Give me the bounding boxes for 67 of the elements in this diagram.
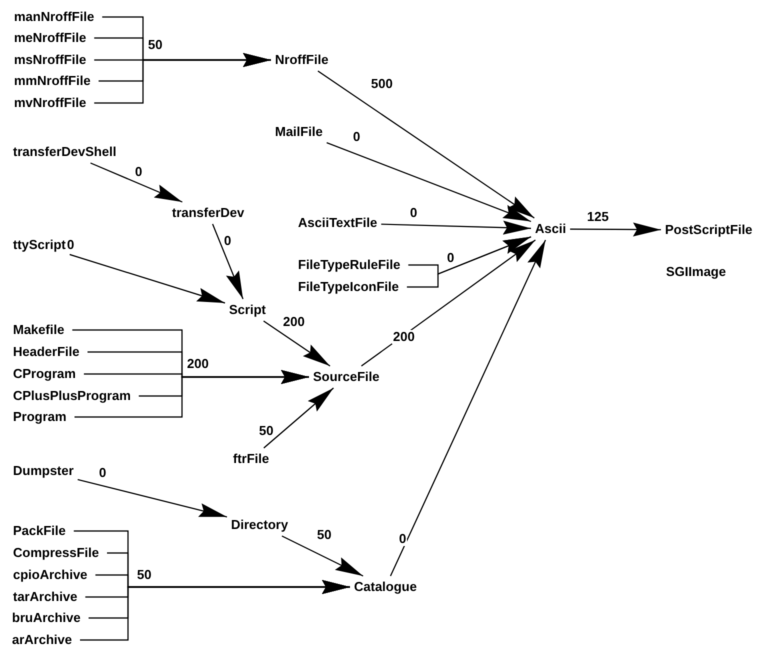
edge-label: 0 bbox=[134, 165, 144, 179]
node-label: bruArchive bbox=[12, 610, 81, 626]
node-label: FileTypeIconFile bbox=[298, 279, 399, 295]
node-label: manNroffFile bbox=[14, 9, 94, 25]
arrow bbox=[78, 479, 228, 518]
edge-label: 0 bbox=[66, 238, 76, 252]
edge-label: 200 bbox=[282, 315, 306, 329]
node-label: cpioArchive bbox=[13, 567, 88, 583]
node-label: mmNroffFile bbox=[14, 73, 91, 89]
edge-label: 50 bbox=[316, 528, 332, 542]
node-label: ftrFile bbox=[233, 451, 270, 467]
edge-label: 0 bbox=[446, 251, 456, 265]
arrow bbox=[74, 370, 309, 418]
node-label: Dumpster bbox=[13, 463, 74, 479]
node-label: SourceFile bbox=[313, 369, 380, 385]
arrow bbox=[263, 388, 334, 448]
node-label: tarArchive bbox=[13, 589, 78, 605]
edge-label: 200 bbox=[186, 357, 210, 371]
edge-label: 0 bbox=[352, 130, 362, 144]
node-label: FileTypeRuleFile bbox=[298, 257, 400, 273]
arrow bbox=[361, 240, 536, 366]
node-label: Program bbox=[13, 409, 66, 425]
node-label: PackFile bbox=[13, 523, 66, 539]
arrow bbox=[90, 162, 183, 203]
arrow bbox=[263, 320, 330, 366]
edge-label: 50 bbox=[136, 568, 152, 582]
node-label: CompressFile bbox=[13, 545, 99, 561]
node-label: AsciiTextFile bbox=[298, 215, 378, 231]
arrow bbox=[70, 254, 226, 304]
edge-label: 125 bbox=[586, 210, 610, 224]
node-label: NroffFile bbox=[275, 52, 328, 68]
arrow bbox=[326, 142, 532, 222]
node-label: Directory bbox=[231, 517, 288, 533]
arrow bbox=[381, 220, 532, 235]
arrow bbox=[406, 236, 532, 288]
node-label: PostScriptFile bbox=[665, 222, 752, 238]
node-label: CPlusPlusProgram bbox=[13, 388, 131, 404]
node-label: transferDevShell bbox=[13, 144, 116, 160]
node-label: Script bbox=[229, 302, 266, 318]
node-label: meNroffFile bbox=[14, 30, 86, 46]
node-label: Ascii bbox=[535, 221, 566, 237]
node-label: Makefile bbox=[13, 322, 64, 338]
type-label: SGIImage bbox=[666, 264, 726, 280]
arrow bbox=[94, 53, 271, 104]
edge-label: 0 bbox=[223, 234, 232, 248]
edge-label: 50 bbox=[258, 424, 274, 438]
edge-label: 50 bbox=[147, 38, 164, 52]
arrow bbox=[318, 70, 535, 218]
node-label: MailFile bbox=[275, 124, 323, 140]
edge-label: 0 bbox=[98, 466, 108, 480]
arrow bbox=[282, 535, 364, 577]
node-label: mvNroffFile bbox=[14, 95, 86, 111]
node-label: HeaderFile bbox=[13, 344, 80, 360]
node-label: CProgram bbox=[13, 366, 76, 382]
node-label: arArchive bbox=[12, 632, 72, 648]
edge-label: 200 bbox=[392, 330, 416, 344]
node-label: ttyScript bbox=[13, 237, 66, 253]
edge-label: 0 bbox=[409, 206, 418, 220]
arrow bbox=[80, 580, 350, 641]
node-label: Catalogue bbox=[354, 579, 417, 595]
node-label: msNroffFile bbox=[14, 52, 86, 68]
arrow bbox=[212, 224, 244, 300]
node-label: transferDev bbox=[172, 205, 244, 221]
arrow bbox=[390, 240, 546, 576]
edge-label: 0 bbox=[398, 532, 408, 546]
edge-label: 500 bbox=[370, 77, 394, 91]
arrow bbox=[570, 222, 661, 237]
